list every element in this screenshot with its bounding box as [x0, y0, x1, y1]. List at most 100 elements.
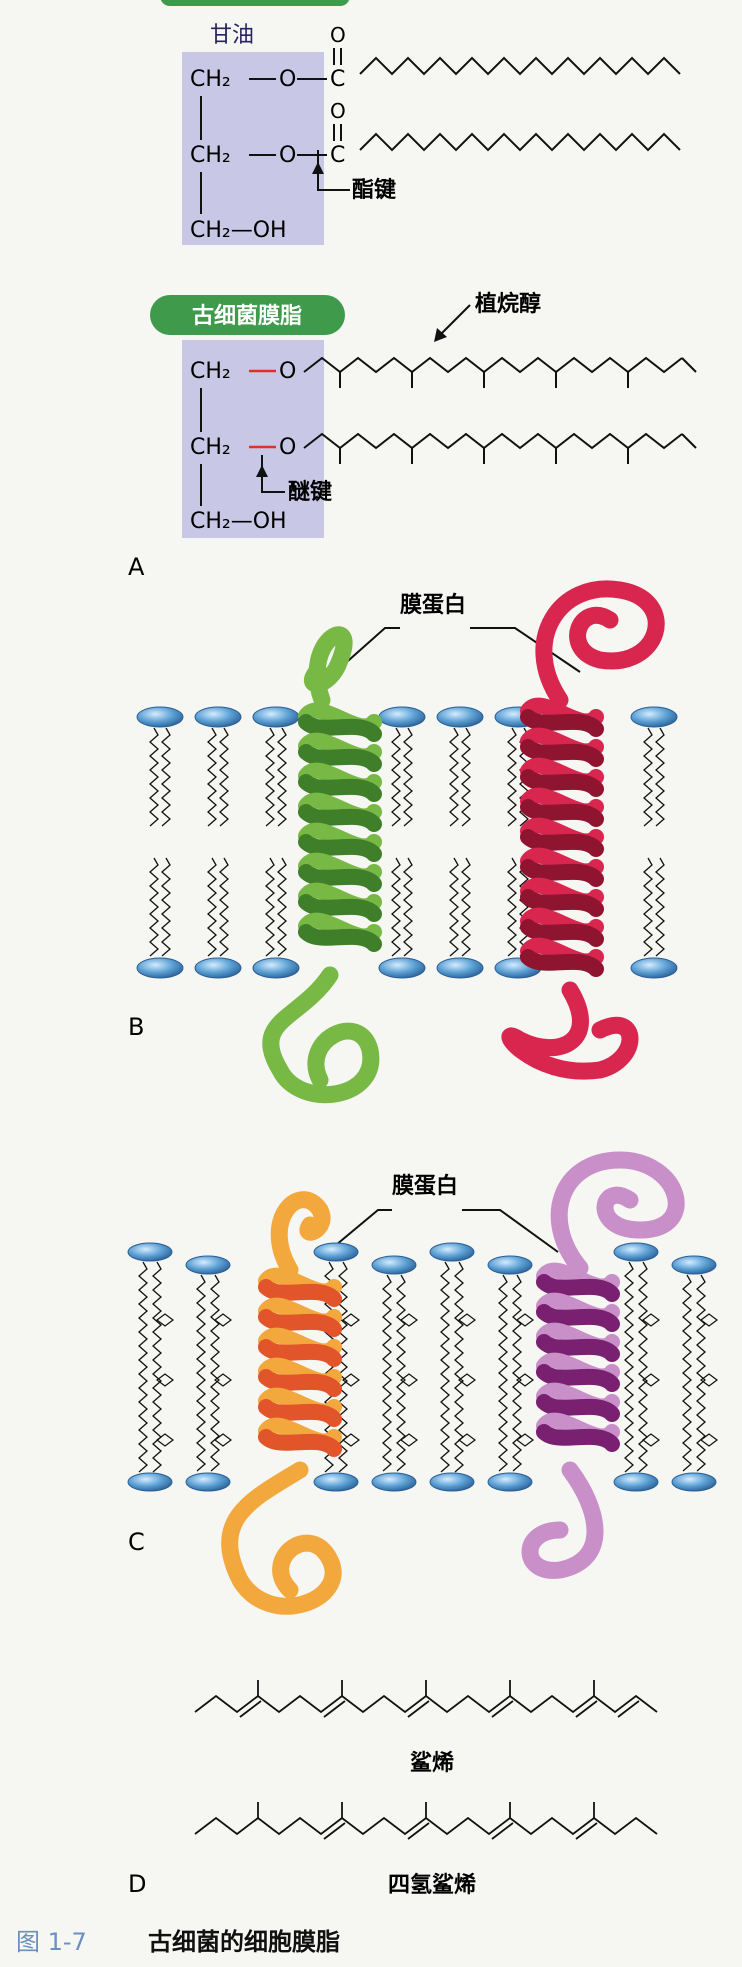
- lipid-head: [313, 1242, 359, 1262]
- lipid-tail: [440, 1261, 450, 1473]
- pointer-c-right: [462, 1209, 559, 1253]
- helix-front: [298, 774, 382, 802]
- double-bond: [617, 1700, 640, 1718]
- pointer-c-left: [329, 1209, 392, 1251]
- lipid-tail: [138, 1261, 148, 1473]
- archaea-lipid-pill-label: 古细菌膜脂: [192, 303, 302, 329]
- lipid-head: [194, 957, 242, 979]
- lipid-head: [252, 957, 300, 979]
- lipid-tail: [519, 857, 529, 957]
- lipid-head: [378, 957, 426, 979]
- helix-front: [520, 799, 604, 827]
- caption-figure-number: 图 1-7: [16, 1928, 87, 1956]
- ether-arrowhead: [256, 465, 268, 477]
- lipid-head: [630, 706, 678, 728]
- caption-title: 古细菌的细胞膜脂: [148, 1928, 340, 1956]
- lipid-tail: [403, 857, 413, 957]
- ester-arrowhead: [312, 162, 324, 174]
- lipid-tail: [161, 727, 171, 827]
- lipid-tail: [277, 727, 287, 827]
- ring-kink: [700, 1433, 718, 1447]
- ester-ch2-top: CH₂: [190, 67, 231, 92]
- ester-carbonyl-o-2: O: [330, 99, 346, 123]
- lipid-head: [671, 1255, 717, 1275]
- ring-kink: [700, 1373, 718, 1387]
- lipid-head: [371, 1472, 417, 1492]
- helix-front: [520, 739, 604, 767]
- panel-c-marker: C: [128, 1528, 145, 1556]
- ring-kink: [342, 1373, 360, 1387]
- helix-front: [536, 1364, 620, 1392]
- double-bond: [491, 1700, 514, 1718]
- panel-c: 膜蛋白 C: [127, 1151, 718, 1615]
- lipid-head: [613, 1242, 659, 1262]
- helix-front: [258, 1429, 342, 1457]
- ring-kink: [400, 1373, 418, 1387]
- panel-b: 膜蛋白 B: [128, 580, 678, 1104]
- ring-kink: [214, 1313, 232, 1327]
- squalene-label: 鲨烯: [410, 1750, 454, 1776]
- ether-ch2-top: CH₂: [190, 359, 231, 384]
- ring-kink: [214, 1373, 232, 1387]
- pointer-b-right: [470, 627, 581, 673]
- lipid-head: [136, 706, 184, 728]
- ring-kink: [342, 1313, 360, 1327]
- membrane-protein-orange: [221, 1191, 342, 1615]
- helix-front: [298, 714, 382, 742]
- ester-ch-middle: CH₂: [190, 143, 231, 168]
- terminal-methyl: [681, 433, 697, 449]
- lipid-head: [185, 1472, 231, 1492]
- ring-kink: [516, 1433, 534, 1447]
- helix-front: [520, 889, 604, 917]
- double-bond: [491, 1822, 514, 1840]
- lipid-tail: [643, 857, 653, 957]
- tetrahydrosqualene-structure: [194, 1802, 658, 1840]
- lipid-tail: [161, 857, 171, 957]
- lipid-tail: [655, 857, 665, 957]
- ring-kink: [156, 1373, 174, 1387]
- membrane-protein-label-c: 膜蛋白: [392, 1173, 458, 1199]
- lipid-head: [252, 706, 300, 728]
- protein-loop-top: [535, 580, 665, 709]
- helix-front: [298, 744, 382, 772]
- double-bond: [575, 1700, 598, 1718]
- ring-kink: [400, 1313, 418, 1327]
- ester-c-1: C: [330, 67, 345, 92]
- membrane-protein-label-b: 膜蛋白: [400, 592, 466, 618]
- lipid-tail: [207, 727, 217, 827]
- membrane-protein-lilac: [521, 1151, 685, 1579]
- figure-caption: 图 1-7 古细菌的细胞膜脂: [16, 1928, 340, 1956]
- ring-kink: [516, 1313, 534, 1327]
- helix-front: [536, 1304, 620, 1332]
- ring-kink: [342, 1433, 360, 1447]
- ester-o-1: O: [279, 67, 296, 92]
- helix-front: [258, 1279, 342, 1307]
- panel-d: 鲨烯 四氢鲨烯 D: [128, 1680, 658, 1898]
- helix-front: [536, 1424, 620, 1452]
- glycerol-label: 甘油: [210, 23, 254, 48]
- glycerol-box-lower: [182, 340, 324, 538]
- lipid-head: [136, 957, 184, 979]
- ester-carbonyl-o-1: O: [330, 23, 346, 47]
- lipid-head: [127, 1472, 173, 1492]
- ring-kink: [642, 1433, 660, 1447]
- ring-kink: [458, 1373, 476, 1387]
- lipid-tail: [219, 857, 229, 957]
- lipid-head: [429, 1242, 475, 1262]
- ring-kink: [214, 1433, 232, 1447]
- protein-loop-top: [304, 626, 353, 709]
- phytanol-arrowhead: [434, 328, 447, 342]
- lipid-head: [436, 957, 484, 979]
- ester-bond-label: 酯键: [352, 177, 396, 203]
- fatty-acid-chain-1: [359, 56, 681, 76]
- lipid-head: [185, 1255, 231, 1275]
- ring-kink: [516, 1373, 534, 1387]
- helix-front: [298, 834, 382, 862]
- phytanol-label: 植烷醇: [475, 291, 541, 317]
- lipid-tail: [149, 727, 159, 827]
- protein-loop-bottom: [521, 1461, 604, 1579]
- isoprenoid-backbone: [303, 356, 683, 374]
- double-bond: [323, 1822, 346, 1840]
- lipid-tail: [382, 1274, 392, 1472]
